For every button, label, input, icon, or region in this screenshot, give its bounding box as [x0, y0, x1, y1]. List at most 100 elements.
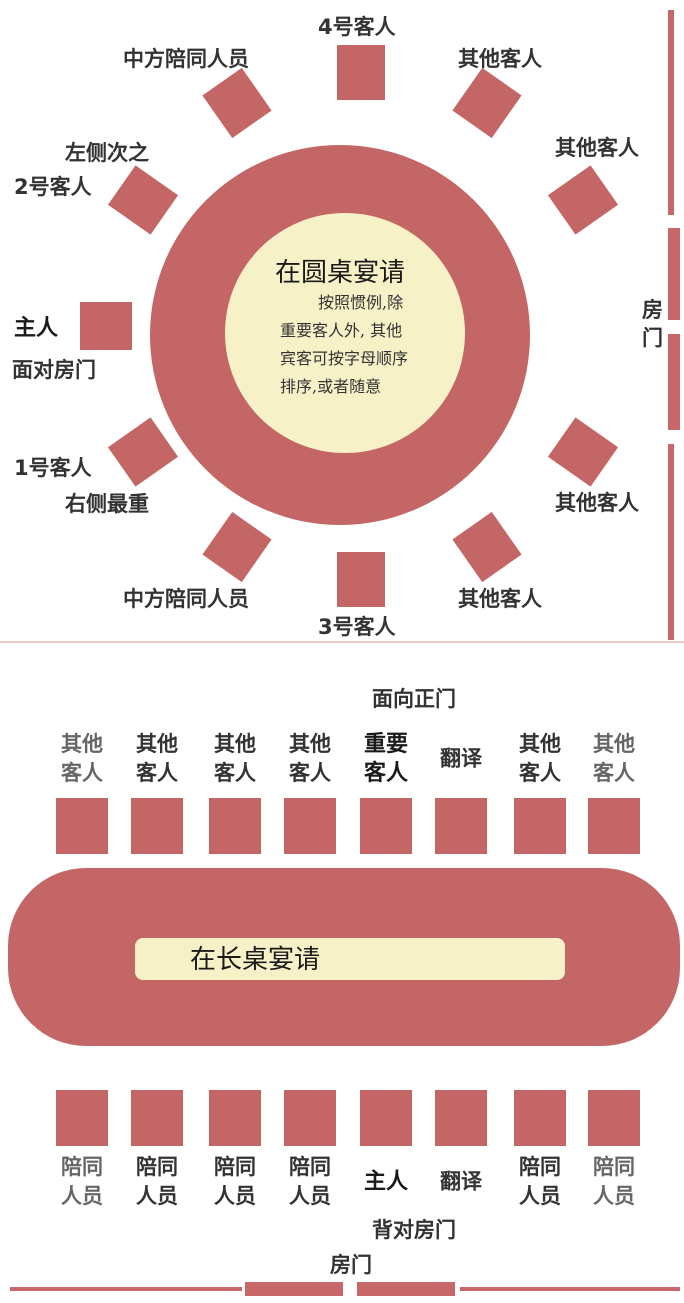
top-seat-label: 翻译: [440, 747, 483, 771]
bottom-seat-label: 陪同: [136, 1155, 178, 1179]
top-seat-label: 其他: [593, 732, 635, 756]
bottom-seat-label: 陪同: [593, 1155, 635, 1179]
bottom-seat-label: 翻译: [440, 1170, 483, 1194]
chair-host: [80, 302, 132, 350]
chair-other-right-upper: [547, 165, 619, 235]
label-host: 主人: [14, 316, 58, 341]
top-seat-label: 客人: [214, 761, 256, 785]
chair-other-top-right: [452, 67, 522, 139]
wall-right: [460, 1287, 680, 1291]
label-facing-door: 面向正门: [372, 687, 456, 711]
top-seat-label: 客人: [364, 760, 408, 786]
bottom-seat-label: 陪同: [61, 1155, 103, 1179]
chair-other-right-lower: [547, 417, 619, 487]
round-door-label-1: 房: [642, 298, 663, 322]
chair-guest1: [107, 417, 179, 487]
round-note-line-4: 排序,或者随意: [280, 377, 381, 396]
wall-left: [10, 1287, 242, 1291]
top-seat-row: 其他客人 其他客人 其他客人 其他客人 重要客人 翻译 其他客人 其他客人: [56, 732, 640, 854]
top-seat-label: 客人: [136, 761, 178, 785]
top-seat-label: 客人: [289, 761, 331, 785]
label-other-top-right: 其他客人: [458, 47, 542, 71]
bottom-seat-label: 人员: [214, 1184, 256, 1208]
bottom-seat-label: 人员: [593, 1184, 635, 1208]
door-leaf-lower: [668, 334, 680, 430]
long-door-label: 房门: [330, 1253, 372, 1277]
bottom-seat-label: 陪同: [519, 1155, 561, 1179]
top-seat-label: 客人: [61, 761, 103, 785]
top-seat-chair: [131, 798, 183, 854]
top-seat-label: 其他: [136, 732, 178, 756]
bottom-seat-label: 陪同: [289, 1155, 331, 1179]
round-table-title: 在圆桌宴请: [275, 258, 405, 288]
label-other-right-upper: 其他客人: [555, 136, 639, 160]
label-guest4: 4号客人: [318, 15, 396, 39]
door-leaf-left: [245, 1282, 343, 1296]
round-chairs: [80, 45, 619, 607]
round-note-line-3: 宾客可按字母顺序: [280, 349, 408, 368]
chair-guest4: [337, 45, 385, 100]
chair-escort-top: [202, 67, 272, 139]
top-seat-chair: [360, 798, 412, 854]
door-leaf-upper: [668, 228, 680, 320]
top-seat-chair: [435, 798, 487, 854]
label-guest2: 2号客人: [14, 175, 92, 199]
long-table-center: [135, 938, 565, 980]
round-table-center: [225, 213, 465, 453]
label-guest1-note: 右侧最重: [65, 492, 149, 516]
label-other-right-lower: 其他客人: [555, 491, 639, 515]
label-back-to-door: 背对房门: [372, 1218, 456, 1242]
long-table-title: 在长桌宴请: [190, 945, 320, 975]
label-guest1: 1号客人: [14, 456, 92, 480]
section-divider: [0, 641, 684, 643]
top-seat-label: 客人: [593, 761, 635, 785]
top-seat-chair: [56, 798, 108, 854]
chair-guest2: [107, 165, 179, 235]
label-host-note: 面对房门: [12, 358, 96, 382]
label-other-bottom-right: 其他客人: [458, 587, 542, 611]
chair-guest3: [337, 552, 385, 607]
bottom-seat-chair: [131, 1090, 183, 1146]
wall-segment-lower: [668, 444, 674, 640]
label-guest3: 3号客人: [318, 615, 396, 639]
label-escort-top: 中方陪同人员: [123, 47, 249, 71]
top-seat-label: 其他: [61, 732, 103, 756]
round-note-line-1: 按照惯例,除: [318, 293, 403, 312]
right-wall: [668, 10, 680, 640]
bottom-seat-label: 陪同: [214, 1155, 256, 1179]
bottom-seat-chair: [284, 1090, 336, 1146]
bottom-seat-label: 人员: [289, 1184, 331, 1208]
round-door-label-2: 门: [642, 326, 663, 350]
bottom-seat-chair: [514, 1090, 566, 1146]
chair-other-bottom-right: [452, 511, 522, 583]
bottom-seat-chair: [360, 1090, 412, 1146]
bottom-seat-chair: [209, 1090, 261, 1146]
bottom-seat-chair: [56, 1090, 108, 1146]
bottom-seat-label: 人员: [519, 1184, 561, 1208]
top-seat-chair: [514, 798, 566, 854]
round-table-section: 房 门 在圆桌宴请 按照惯例,除 重要客人外, 其他 宾客可按字母顺序 排序,或…: [12, 10, 680, 640]
top-seat-label: 其他: [289, 732, 331, 756]
top-seat-chair: [284, 798, 336, 854]
chair-escort-bottom: [202, 511, 272, 583]
bottom-seat-label: 人员: [136, 1184, 178, 1208]
bottom-seat-label: 主人: [364, 1170, 408, 1195]
bottom-seat-chair: [588, 1090, 640, 1146]
top-seat-label: 客人: [519, 761, 561, 785]
bottom-seat-chair: [435, 1090, 487, 1146]
top-seat-label: 重要: [364, 732, 408, 757]
top-seat-chair: [209, 798, 261, 854]
door-leaf-right: [357, 1282, 455, 1296]
top-seat-label: 其他: [519, 732, 561, 756]
bottom-wall: [10, 1282, 680, 1296]
label-escort-bottom: 中方陪同人员: [123, 587, 249, 611]
top-seat-label: 其他: [214, 732, 256, 756]
label-guest2-note: 左侧次之: [65, 141, 149, 165]
top-seat-chair: [588, 798, 640, 854]
bottom-seat-label: 人员: [61, 1184, 103, 1208]
round-note-line-2: 重要客人外, 其他: [280, 321, 402, 340]
bottom-seat-row: 陪同人员 陪同人员 陪同人员 陪同人员 主人 翻译 陪同人员 陪同人员: [56, 1090, 640, 1208]
wall-segment-upper: [668, 10, 674, 215]
